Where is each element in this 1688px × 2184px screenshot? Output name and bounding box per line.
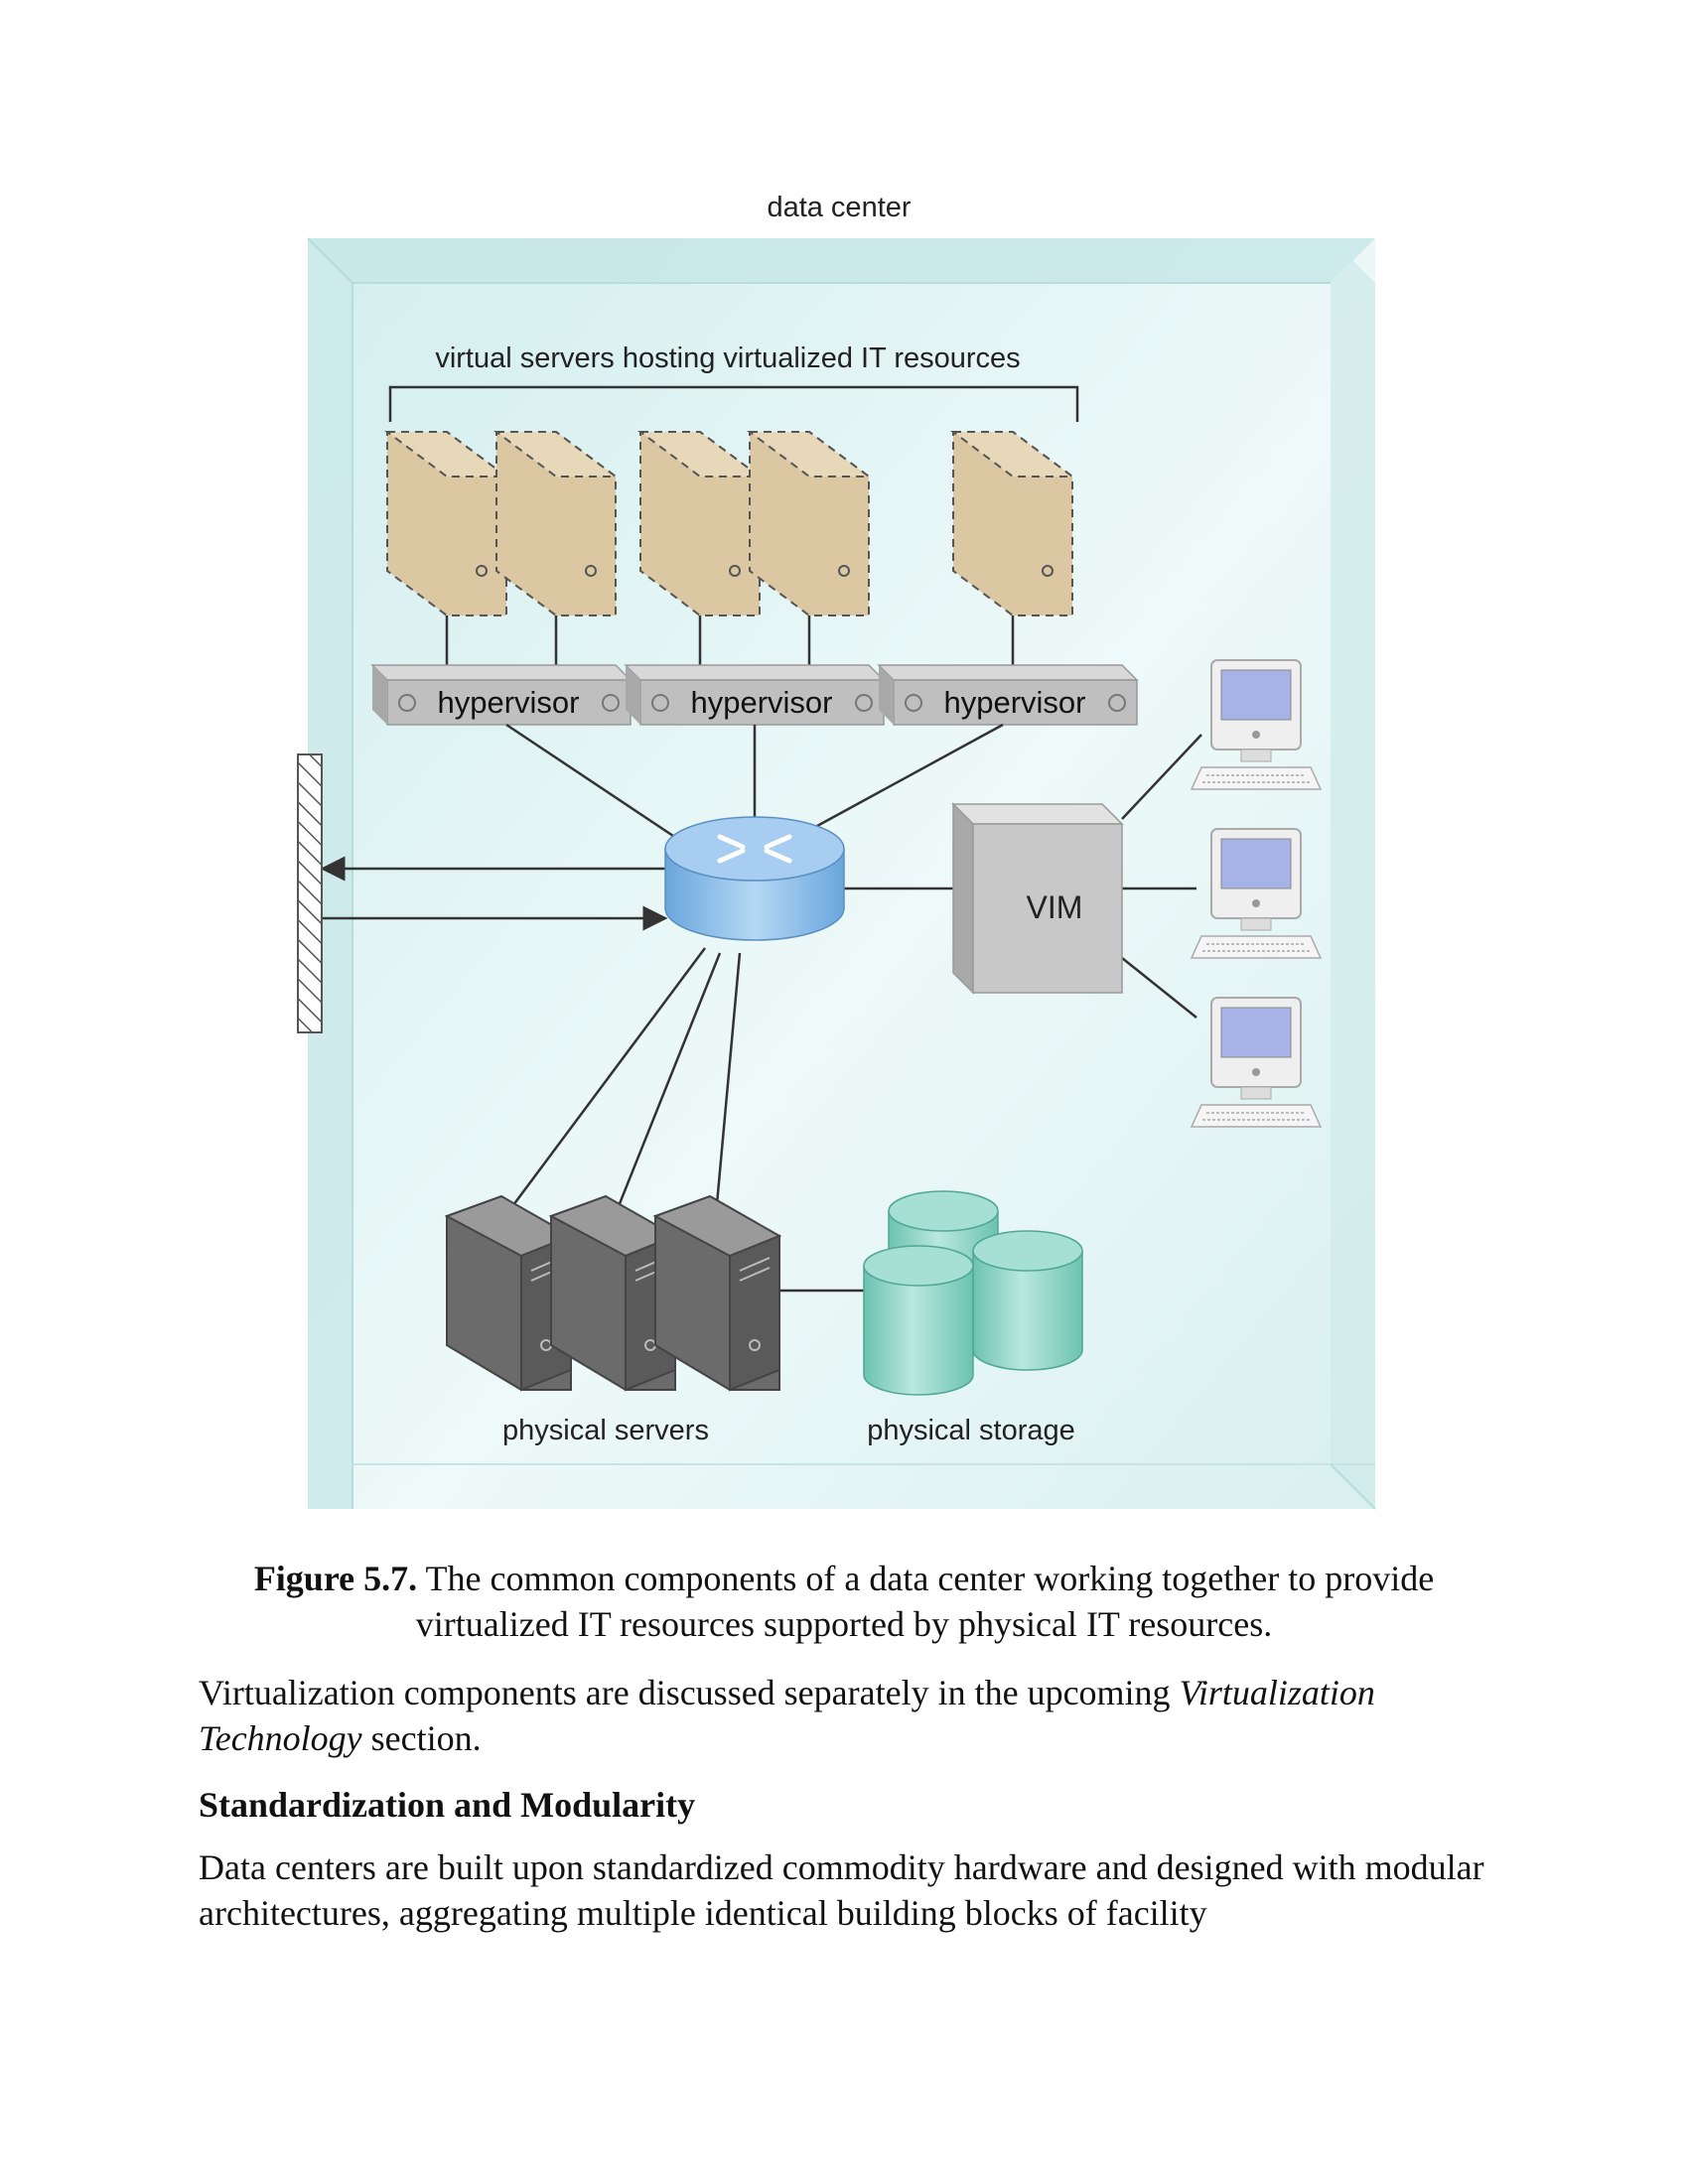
vim-icon: VIM xyxy=(951,802,1124,995)
network-links xyxy=(320,723,1202,1293)
figure-caption: Figure 5.7. The common components of a d… xyxy=(199,1556,1489,1647)
physical-server-icon xyxy=(652,1194,782,1392)
section-reference: Virtualization Technology xyxy=(199,1673,1375,1758)
workstation-icon xyxy=(1190,659,1323,790)
virtual-server-icon xyxy=(384,431,509,616)
physical-servers-label: physical servers xyxy=(502,1415,709,1446)
hypervisor-label: hypervisor xyxy=(944,685,1086,720)
hypervisor-icon: hypervisor xyxy=(877,664,1139,726)
section-heading: Standardization and Modularity xyxy=(199,1785,696,1825)
data-center-label: data center xyxy=(767,192,911,223)
physical-storage-label: physical storage xyxy=(867,1415,1075,1446)
paragraph-text-end: section. xyxy=(361,1718,482,1758)
data-center-diagram: data center virtual servers hosting virt… xyxy=(297,192,1376,1510)
workstation-icon xyxy=(1190,997,1323,1128)
firewall-icon xyxy=(297,753,323,1033)
hypervisor-label: hypervisor xyxy=(691,685,833,720)
virtual-servers-bracket xyxy=(388,385,1079,422)
paragraph-standardization: Data centers are built upon standardized… xyxy=(199,1847,1484,1933)
hypervisor-icon: hypervisor xyxy=(370,664,633,726)
hypervisor-label: hypervisor xyxy=(438,685,580,720)
hypervisor-icon: hypervisor xyxy=(624,664,886,726)
paragraph-virtualization: Virtualization components are discussed … xyxy=(199,1670,1509,1761)
virtual-server-icon xyxy=(747,431,872,616)
vim-label: VIM xyxy=(1027,889,1083,925)
virtual-server-icon xyxy=(637,431,763,616)
storage-icon xyxy=(863,1190,1083,1396)
vm-connectors xyxy=(445,615,1015,665)
physical-server-icon xyxy=(548,1194,678,1392)
figure-caption-text: The common components of a data center w… xyxy=(415,1559,1435,1644)
router-icon xyxy=(664,816,845,941)
workstation-icon xyxy=(1190,828,1323,959)
figure-caption-label: Figure 5.7. xyxy=(253,1559,418,1598)
virtual-servers-label: virtual servers hosting virtualized IT r… xyxy=(435,342,1020,374)
paragraph-text: Virtualization components are discussed … xyxy=(199,1673,1180,1712)
virtual-server-icon xyxy=(493,431,619,616)
physical-server-icon xyxy=(444,1194,574,1392)
virtual-server-icon xyxy=(950,431,1075,616)
